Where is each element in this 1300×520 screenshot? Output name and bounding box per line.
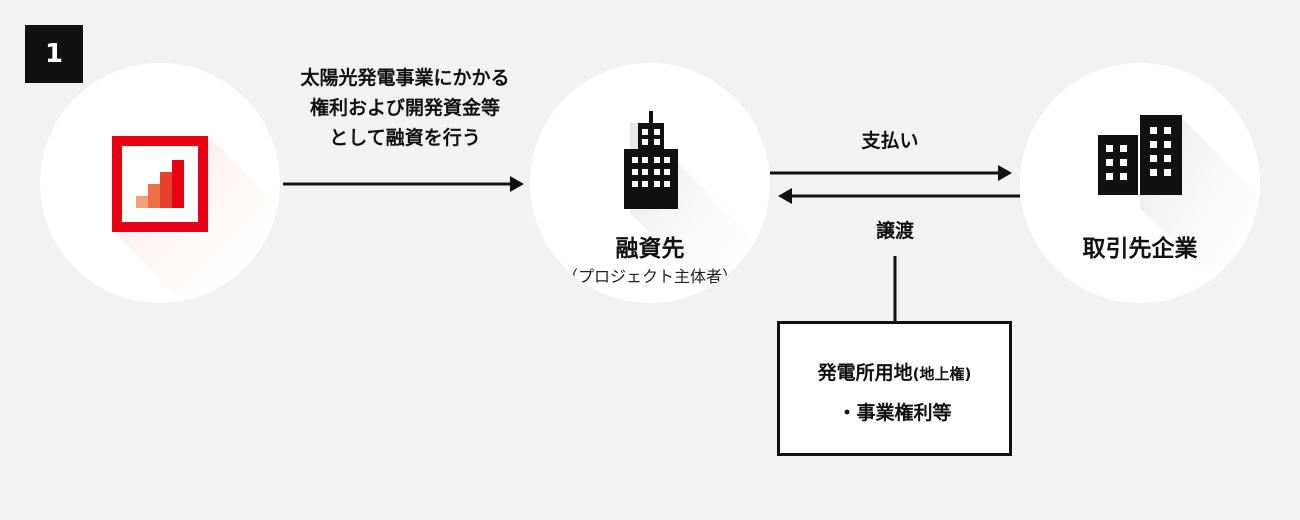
asset-line-2: ・事業権利等 bbox=[837, 402, 952, 424]
financing-label-line-3: として融資を行う bbox=[329, 127, 481, 149]
financing-label-line-2: 権利および開発資金等 bbox=[309, 97, 500, 119]
payment-arrowhead bbox=[998, 165, 1012, 181]
step-badge: 1 bbox=[25, 25, 83, 83]
project-entity-node: 融資先 （プロジェクト主体者） bbox=[530, 63, 770, 303]
office-building-icon bbox=[624, 111, 678, 209]
asset-box: 発電所用地(地上権) ・事業権利等 bbox=[777, 321, 1012, 456]
asset-superficies-label: (地上権) bbox=[912, 365, 972, 383]
asset-land-label: 発電所用地 bbox=[817, 362, 913, 384]
asset-line-1: 発電所用地(地上権) bbox=[780, 358, 1009, 385]
payment-label: 支払い bbox=[861, 130, 919, 152]
project-entity-name: 融資先 bbox=[615, 236, 685, 262]
financing-label-line-1: 太陽光発電事業にかかる bbox=[300, 67, 510, 89]
financing-label: 太陽光発電事業にかかる 権利および開発資金等 として融資を行う bbox=[260, 63, 550, 153]
project-entity-subtitle: （プロジェクト主体者） bbox=[561, 267, 738, 286]
financing-arrowhead bbox=[510, 176, 524, 192]
logo-icon bbox=[112, 136, 208, 232]
partner-company-name: 取引先企業 bbox=[1082, 236, 1198, 262]
lender-node bbox=[40, 63, 280, 303]
corporate-buildings-icon bbox=[1098, 115, 1182, 195]
partner-company-node: 取引先企業 bbox=[1020, 63, 1260, 303]
transfer-label: 譲渡 bbox=[875, 220, 914, 242]
transfer-arrowhead bbox=[778, 188, 792, 204]
